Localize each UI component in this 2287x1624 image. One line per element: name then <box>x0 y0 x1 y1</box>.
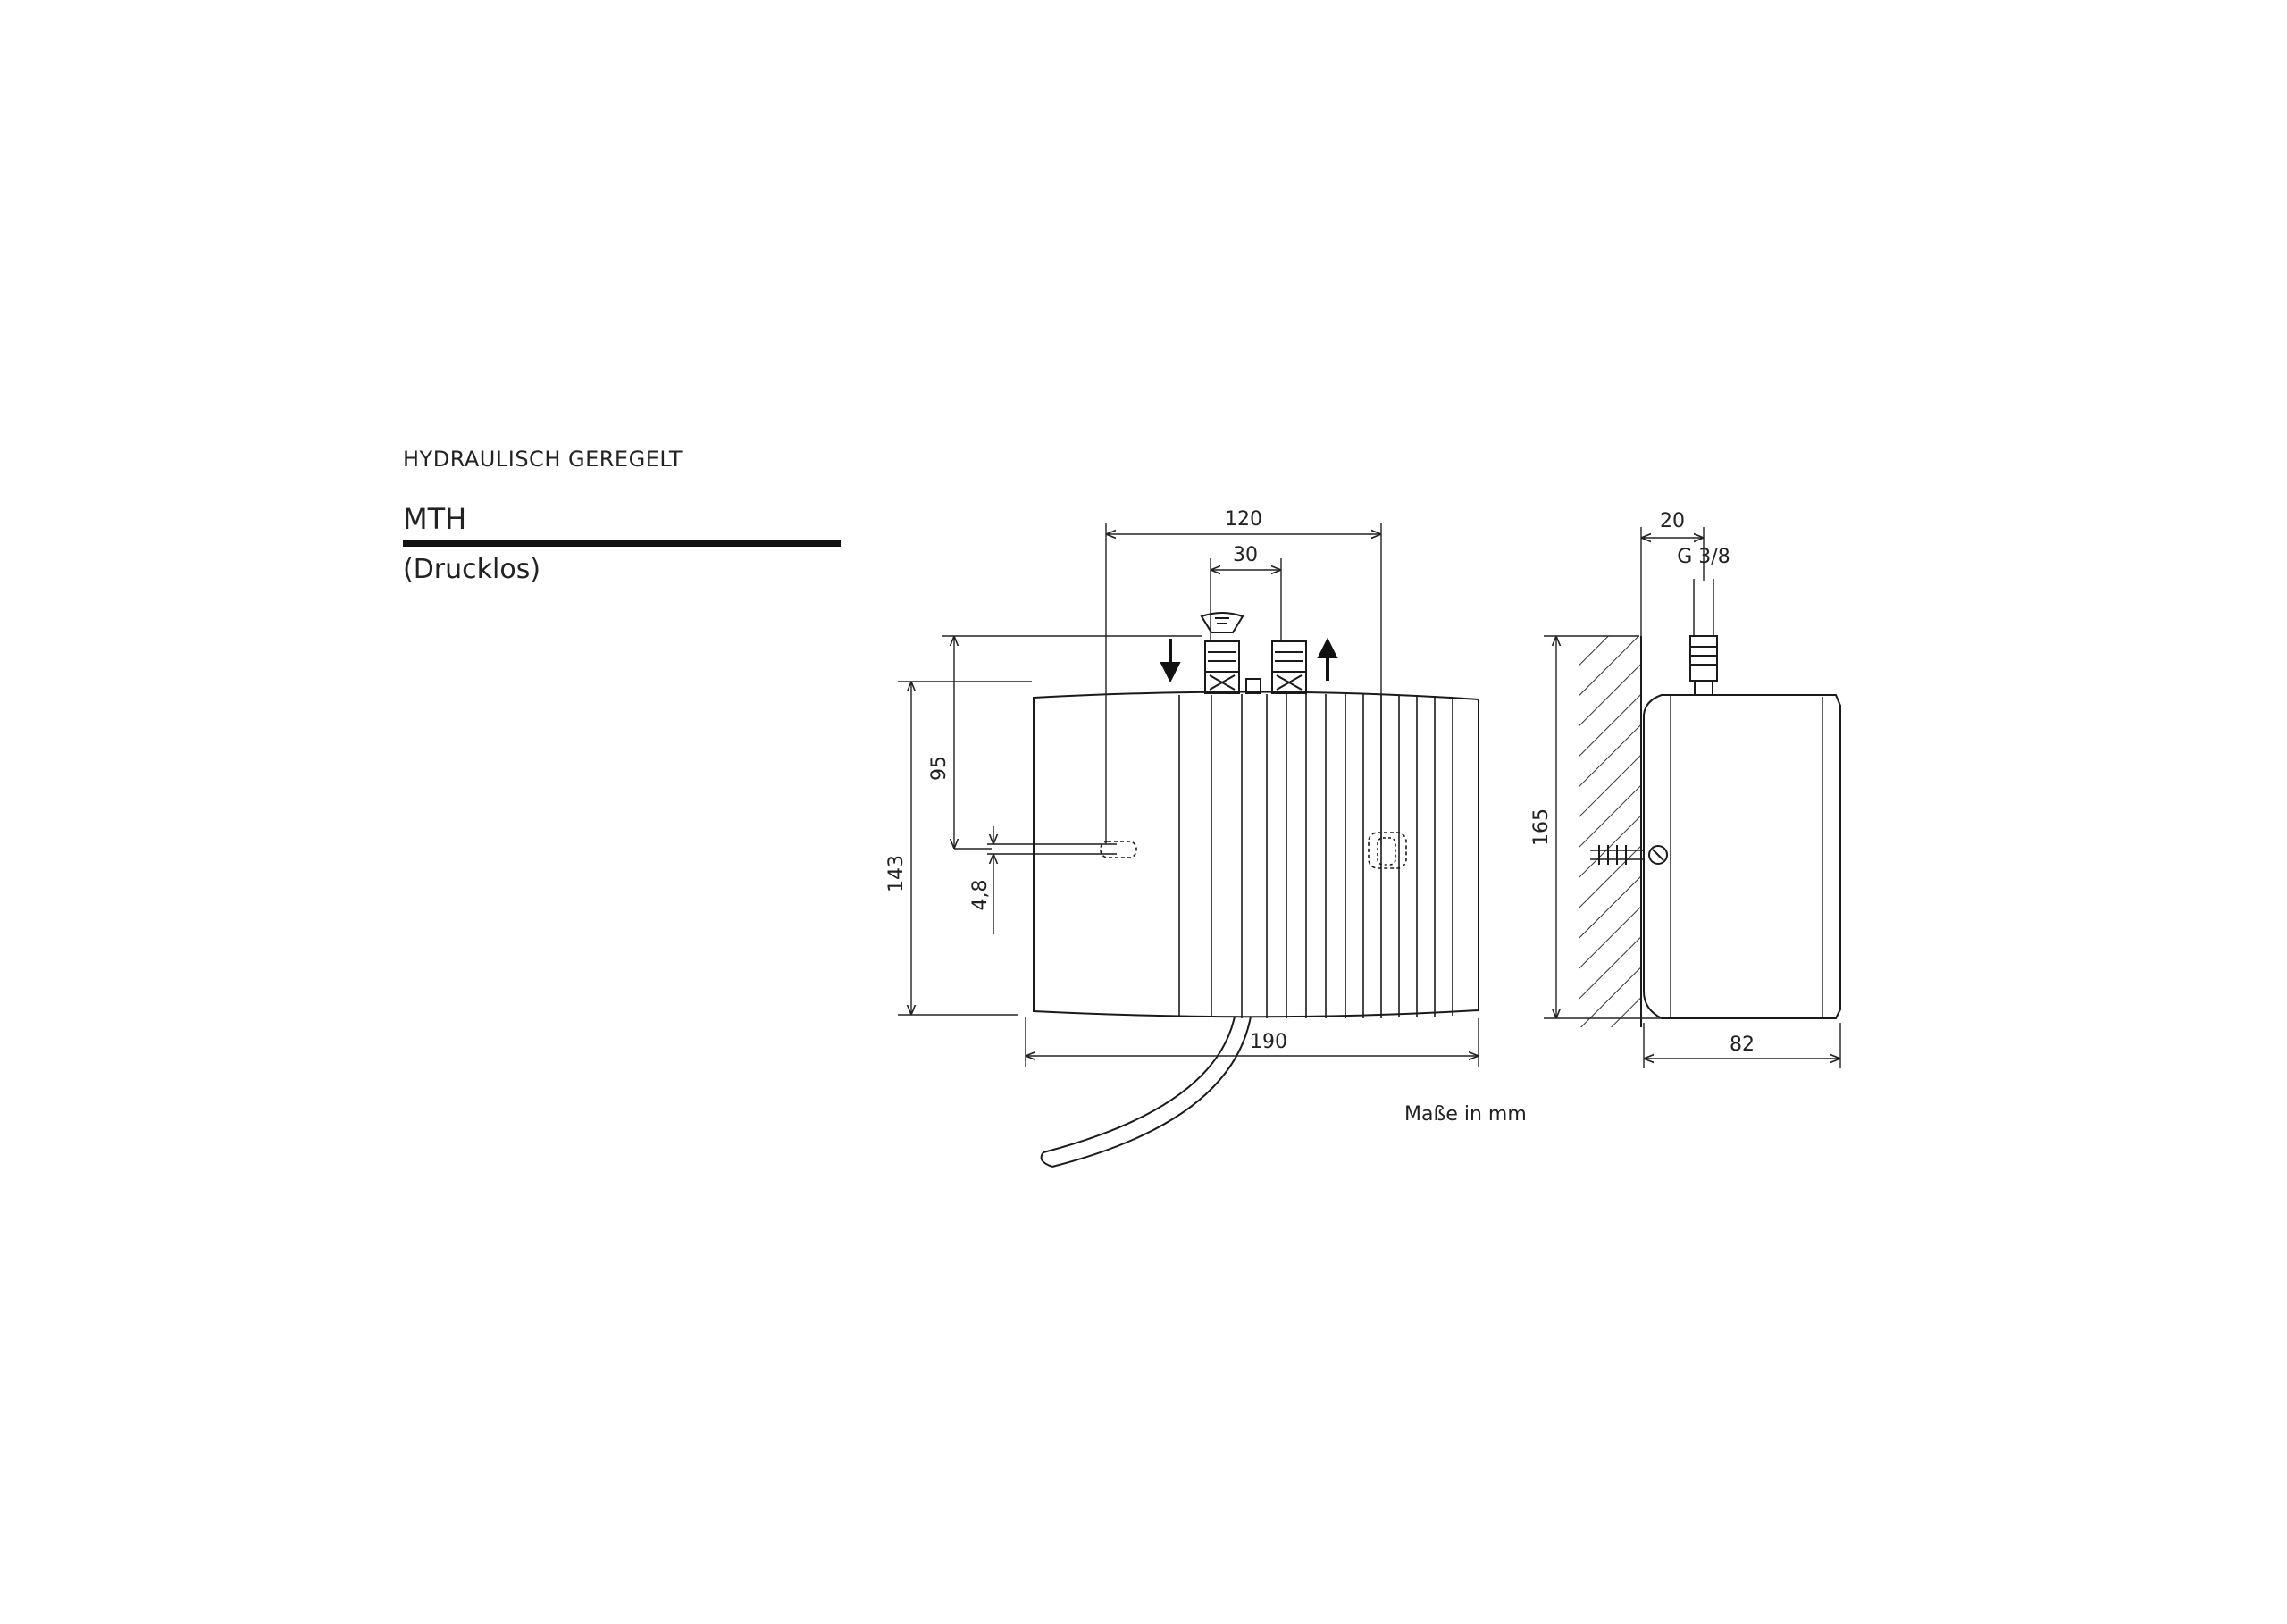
units-note: Maße in mm <box>1404 1103 1527 1126</box>
wall-screw <box>1590 845 1668 865</box>
strainer-cap <box>1200 612 1244 633</box>
side-housing-outline <box>1643 694 1841 1019</box>
front-dimensions <box>898 523 1479 1067</box>
housing-ribs <box>1178 694 1453 1018</box>
outlet-arrow-icon <box>1317 637 1338 658</box>
side-dimensions <box>1544 527 1841 1068</box>
side-dimension-labels: 20 G 3/8 165 82 <box>1530 510 1755 1056</box>
flow-arrows <box>1160 637 1338 683</box>
title-divider <box>403 540 841 547</box>
variant-subtitle: (Drucklos) <box>403 554 541 585</box>
front-housing-outline <box>1033 691 1479 1018</box>
front-dimension-labels: 120 30 95 143 4,8 190 <box>885 508 1287 1053</box>
dim-label-120: 120 <box>1225 508 1262 531</box>
mounting-bracket <box>987 832 1407 869</box>
dim-label-82: 82 <box>1730 1034 1755 1056</box>
dim-label-4-8: 4,8 <box>969 880 992 911</box>
dim-label-30: 30 <box>1233 544 1258 566</box>
dim-label-thread: G 3/8 <box>1677 546 1730 568</box>
water-connectors <box>1200 612 1307 694</box>
power-cable <box>1040 1016 1252 1168</box>
dim-label-95: 95 <box>928 756 951 781</box>
model-title: MTH <box>403 502 467 536</box>
dim-label-20: 20 <box>1660 510 1685 532</box>
screw-head-icon <box>1648 845 1668 865</box>
inlet-arrow-icon <box>1160 662 1181 683</box>
front-view <box>987 612 1479 1168</box>
side-view <box>1579 579 1841 1027</box>
wall-hatching <box>1579 636 1641 1027</box>
dim-label-165: 165 <box>1530 808 1553 846</box>
threaded-pipe <box>1689 579 1718 695</box>
category-heading: HYDRAULISCH GEREGELT <box>403 447 683 472</box>
dim-label-190: 190 <box>1250 1031 1287 1053</box>
dim-label-143: 143 <box>885 855 908 892</box>
